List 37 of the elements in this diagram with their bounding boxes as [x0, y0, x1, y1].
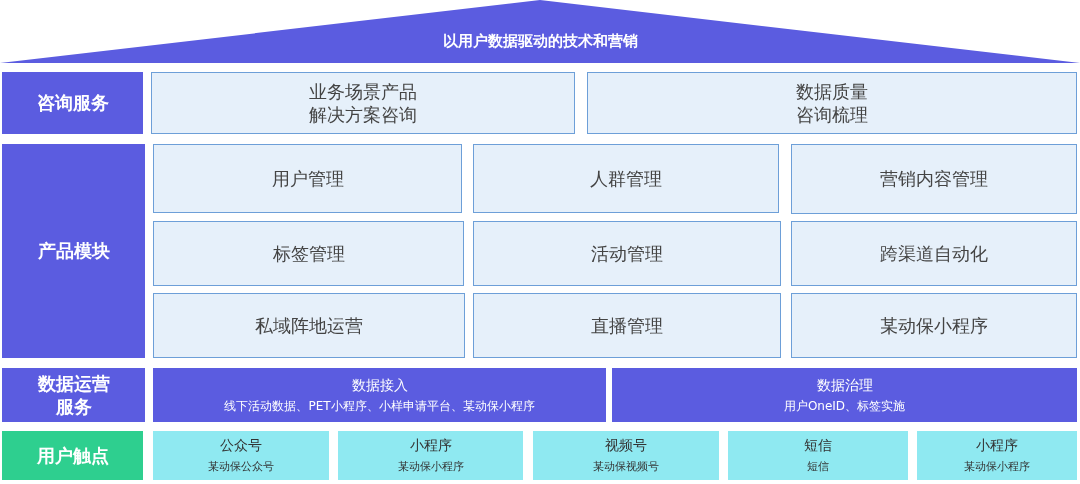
touchpoint-heading: 小程序 — [409, 436, 452, 455]
module-tile: 某动保小程序 — [791, 293, 1077, 358]
module-tile: 用户管理 — [153, 144, 462, 213]
touchpoint-heading: 短信 — [804, 436, 832, 455]
touchpoint-text: 某动保公众号 — [208, 460, 274, 475]
module-tile: 跨渠道自动化 — [791, 221, 1077, 286]
touchpoint-tile — [917, 431, 1077, 480]
panel-text: 线下活动数据、PET小程序、小样申请平台、某动保小程序 — [224, 398, 535, 415]
module-tile: 营销内容管理 — [791, 144, 1077, 214]
consulting-tile: 数据质量咨询梳理 — [587, 72, 1077, 134]
touchpoint-text: 某动保小程序 — [964, 460, 1030, 475]
service-panel — [153, 368, 606, 422]
panel-heading: 数据接入 — [351, 375, 408, 394]
touchpoint-tile — [533, 431, 719, 480]
module-tile: 标签管理 — [153, 221, 464, 286]
consulting-tile: 业务场景产品解决方案咨询 — [151, 72, 575, 134]
row-heading: 数据运营服务 — [2, 368, 145, 422]
touchpoint-text: 短信 — [807, 460, 829, 475]
touchpoint-text: 某动保视频号 — [593, 460, 659, 475]
module-tile: 直播管理 — [473, 293, 781, 358]
touchpoint-heading: 视频号 — [605, 436, 647, 455]
row-heading: 用户触点 — [2, 431, 143, 480]
service-panel — [612, 368, 1077, 422]
touchpoint-tile — [728, 431, 908, 480]
touchpoint-text: 某动保小程序 — [397, 460, 464, 475]
row-heading: 产品模块 — [2, 144, 145, 358]
panel-heading: 数据治理 — [816, 375, 873, 394]
banner-title: 以用户数据驱动的技术和营销 — [442, 31, 638, 51]
module-tile: 人群管理 — [473, 144, 779, 213]
row-heading: 咨询服务 — [2, 72, 143, 134]
module-tile: 私域阵地运营 — [153, 293, 465, 358]
touchpoint-tile — [338, 431, 523, 480]
touchpoint-heading: 公众号 — [220, 436, 262, 455]
touchpoint-heading: 小程序 — [976, 436, 1018, 455]
panel-text: 用户OneID、标签实施 — [783, 398, 906, 415]
touchpoint-tile — [153, 431, 329, 480]
module-tile: 活动管理 — [473, 221, 781, 286]
